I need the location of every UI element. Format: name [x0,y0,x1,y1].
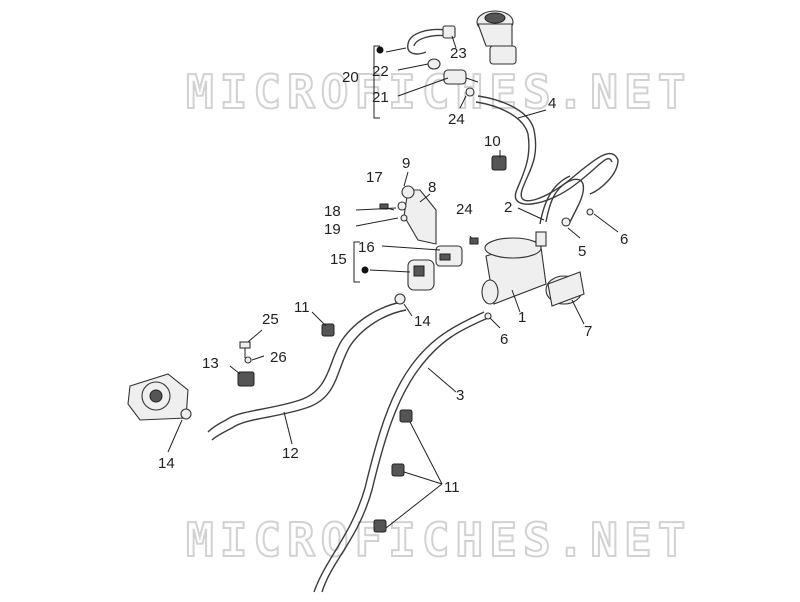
callout-8: 8 [428,179,436,196]
callout-17: 17 [366,169,383,186]
hose-12 [207,301,403,433]
fitting-23 [442,25,456,39]
hose-top-loop [407,28,447,55]
washer-19 [400,214,408,222]
watermark-top: MICROFICHES.NET [186,65,691,119]
clip-6-right [586,208,594,216]
canister-1 [481,231,547,305]
hose-4 [477,95,619,202]
callout-26: 26 [270,349,287,366]
callout-25: 25 [262,311,279,328]
hose-3-outer [313,311,485,593]
callout-10: 10 [484,133,501,150]
callout-14-upper: 14 [414,313,431,330]
fitting-24 [469,237,479,245]
clip-24-top [465,87,475,97]
callout-7: 7 [584,323,592,340]
clip-10 [491,155,507,171]
valve-15 [407,259,435,291]
callout-15: 15 [330,251,347,268]
sensor-13 [237,371,255,387]
callout-3: 3 [456,387,464,404]
callout-9: 9 [402,155,410,172]
bolt-25 [239,341,251,358]
clip-6-lower [484,312,492,320]
clip-11-a [399,409,413,423]
throttle-body [127,373,189,421]
callout-24-top: 24 [448,111,465,128]
callout-24-mid: 24 [456,201,473,218]
callout-4: 4 [548,95,556,112]
callout-22: 22 [372,63,389,80]
group-bracket-20 [373,45,380,119]
hose-3 [321,317,489,593]
washer-26 [244,356,252,364]
hose-12-outer [211,309,407,441]
callout-6-right: 6 [620,231,628,248]
clamp-5 [561,217,571,227]
callout-2: 2 [504,199,512,216]
valve-21 [443,69,479,85]
callout-6-lower: 6 [500,331,508,348]
clamp-14-lower [180,408,192,420]
callout-19: 19 [324,221,341,238]
strap-7 [545,271,585,307]
callout-11-lower: 11 [444,479,460,496]
clip-11-c [373,519,387,533]
hose-top-loop-outer [413,34,447,47]
washer-18 [397,201,407,211]
callout-13: 13 [202,355,219,372]
callout-5: 5 [578,243,586,260]
callout-16: 16 [358,239,375,256]
solenoid-valve-16 [435,245,463,267]
callout-14-lower: 14 [158,455,175,472]
hose-2 [545,178,585,223]
clip-11-upper [321,323,335,337]
group-bracket-15 [353,241,360,283]
callout-20: 20 [342,69,359,86]
watermark-bottom: MICROFICHES.NET [186,513,691,567]
callout-11-upper: 11 [294,299,310,316]
callout-18: 18 [324,203,341,220]
hose-4-outer [475,101,613,205]
group-dot-15 [361,266,369,274]
bracket-8 [401,185,437,245]
callout-12: 12 [282,445,299,462]
clamp-14-upper [394,293,406,305]
callout-23: 23 [450,45,467,62]
group-dot-20 [376,46,384,54]
callout-1: 1 [518,309,526,326]
callout-21: 21 [372,89,389,106]
clip-11-b [391,463,405,477]
filler-cap [476,10,517,65]
clamp-22 [427,58,441,70]
